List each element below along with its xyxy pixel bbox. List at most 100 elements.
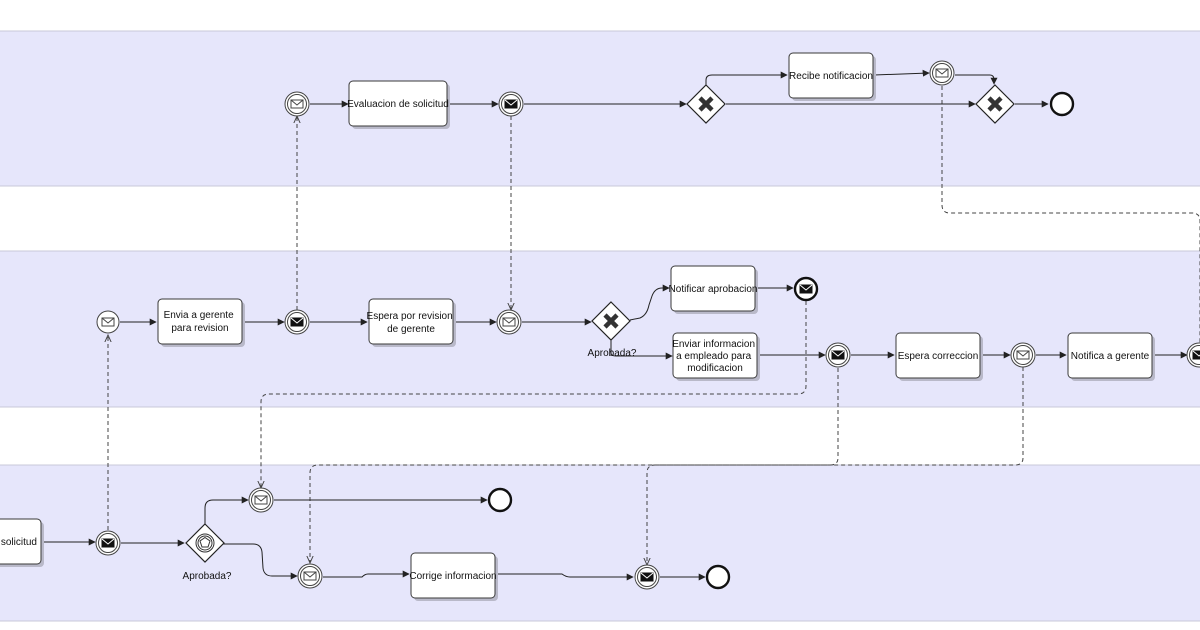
seq-top-catch2-to-gw-merge	[955, 74, 998, 85]
pentagon-icon	[199, 536, 211, 548]
task-enviar-informacion[interactable]: Enviar informacion a empleado para modif…	[672, 332, 760, 381]
task-solicitud[interactable]: solicitud	[0, 518, 44, 567]
message-flow-mid-end-to-bot-catch1	[261, 301, 807, 488]
envelope-icon	[504, 99, 518, 109]
envelope-icon	[831, 350, 845, 360]
seq-recibe-to-top-catch2	[873, 69, 930, 77]
exclusive-x-icon	[603, 313, 619, 329]
event-gateway-inner-ring-icon	[197, 535, 213, 551]
envelope-icon	[640, 572, 654, 582]
event-mid-end-msg[interactable]	[793, 276, 819, 302]
events	[95, 60, 1200, 590]
intermediate-event-inner-ring	[501, 94, 521, 114]
envelope-flap-icon	[303, 571, 317, 578]
envelope-flap-icon	[799, 284, 813, 291]
task-notifica-gerente-label: Notifica a gerente	[1071, 351, 1150, 362]
envelope-flap-icon	[101, 538, 115, 545]
task-espera-revision[interactable]: Espera por revision de gerente	[367, 298, 456, 347]
event-bot-catch-1[interactable]	[248, 487, 274, 513]
gateway-aprobada-middle-label: Aprobada?	[588, 348, 637, 359]
event-top-end[interactable]	[1049, 91, 1075, 117]
task-espera-revision-label: Espera por revision de gerente	[367, 311, 456, 335]
seq-gw-bottom-to-bot-catch2	[223, 543, 298, 580]
intermediate-event-inner-ring	[1013, 345, 1033, 365]
seq-bot-catch2-to-corrige	[323, 570, 410, 578]
gateway-aprobada-bottom[interactable]: Aprobada?	[183, 523, 232, 582]
event-bot-throw-2[interactable]	[634, 564, 660, 590]
intermediate-event-inner-ring	[287, 312, 307, 332]
task-espera-correccion[interactable]: Espera correccion	[895, 332, 983, 381]
intermediate-event-inner-ring	[300, 566, 320, 586]
tasks: Evaluacion de solicitud Recibe notificac…	[0, 52, 1155, 601]
intermediate-event-inner-ring	[251, 490, 271, 510]
event-top-throw-1[interactable]	[498, 91, 524, 117]
end-event-circle	[487, 487, 513, 513]
envelope-icon	[254, 495, 268, 505]
message-flow-mid-throw2-to-bot-catch2	[310, 368, 839, 563]
envelope-icon	[290, 317, 304, 327]
event-top-catch-1[interactable]	[284, 91, 310, 117]
envelope-icon	[1192, 350, 1200, 360]
intermediate-event-inner-ring	[932, 63, 952, 83]
task-notificar-aprobacion[interactable]: Notificar aprobacion	[669, 265, 758, 314]
envelope-icon	[303, 571, 317, 581]
event-mid-throw-1[interactable]	[284, 309, 310, 335]
exclusive-x-icon	[698, 96, 714, 112]
end-event-circle	[1049, 91, 1075, 117]
task-corrige-informacion-label: Corrige informacion	[409, 571, 496, 582]
envelope-icon	[101, 538, 115, 548]
event-bot-end-1[interactable]	[487, 487, 513, 513]
envelope-icon	[935, 68, 949, 78]
task-envia-gerente-label: Envia a gerente para revision	[164, 310, 237, 334]
event-top-catch-2[interactable]	[929, 60, 955, 86]
event-mid-catch-1[interactable]	[496, 309, 522, 335]
envelope-flap-icon	[254, 495, 268, 502]
task-evaluacion-solicitud-label: Evaluacion de solicitud	[347, 99, 449, 110]
task-corrige-informacion[interactable]: Corrige informacion	[409, 552, 498, 601]
seq-corrige-to-bot-throw2	[497, 573, 634, 581]
envelope-flap-icon	[640, 572, 654, 579]
envelope-flap-icon	[290, 317, 304, 324]
seq-gw-split-to-recibe	[705, 71, 788, 86]
task-recibe-notificacion[interactable]: Recibe notificacion	[788, 52, 876, 101]
envelope-icon	[799, 284, 813, 294]
envelope-flap-icon	[935, 68, 949, 75]
intermediate-event-inner-ring	[98, 533, 118, 553]
task-espera-correccion-label: Espera correccion	[898, 351, 979, 362]
envelope-flap-icon	[290, 99, 304, 106]
task-enviar-informacion-label: Enviar informacion a empleado para modif…	[672, 339, 758, 374]
event-bot-catch-2[interactable]	[297, 563, 323, 589]
event-bot-throw-1[interactable]	[95, 530, 121, 556]
task-envia-gerente[interactable]: Envia a gerente para revision	[157, 298, 245, 347]
envelope-flap-icon	[502, 317, 516, 324]
event-mid-catch-2[interactable]	[1010, 342, 1036, 368]
lanes	[0, 30, 1200, 622]
event-mid-throw-3[interactable]	[1186, 342, 1200, 368]
task-notifica-gerente[interactable]: Notifica a gerente	[1067, 332, 1155, 381]
envelope-flap-icon	[831, 350, 845, 357]
intermediate-event-inner-ring	[499, 312, 519, 332]
envelope-icon	[101, 317, 115, 327]
gateway-aprobada-middle[interactable]: Aprobada?	[588, 301, 637, 359]
envelope-flap-icon	[101, 317, 115, 324]
gateways: Aprobada? Aprobada?	[183, 84, 1015, 582]
message-flows	[108, 86, 1200, 565]
envelope-flap-icon	[504, 99, 518, 106]
gateway-top-merge[interactable]	[975, 84, 1015, 124]
gateway-aprobada-bottom-label: Aprobada?	[183, 571, 232, 582]
envelope-icon	[290, 99, 304, 109]
exclusive-x-icon	[987, 96, 1003, 112]
task-evaluacion-solicitud[interactable]: Evaluacion de solicitud	[347, 80, 450, 129]
seq-gw-aprobada-to-notificar	[629, 284, 670, 321]
gateway-top-split[interactable]	[686, 84, 726, 124]
envelope-flap-icon	[1192, 350, 1200, 357]
lane-gap-1	[0, 185, 1200, 252]
end-event-circle	[705, 564, 731, 590]
seq-gw-aprobada-to-enviar	[610, 340, 673, 360]
intermediate-event-inner-ring	[828, 345, 848, 365]
event-bot-end-2[interactable]	[705, 564, 731, 590]
event-mid-throw-2[interactable]	[825, 342, 851, 368]
event-mid-start[interactable]	[96, 310, 120, 334]
event-gateway-outer-ring-icon	[195, 533, 215, 553]
